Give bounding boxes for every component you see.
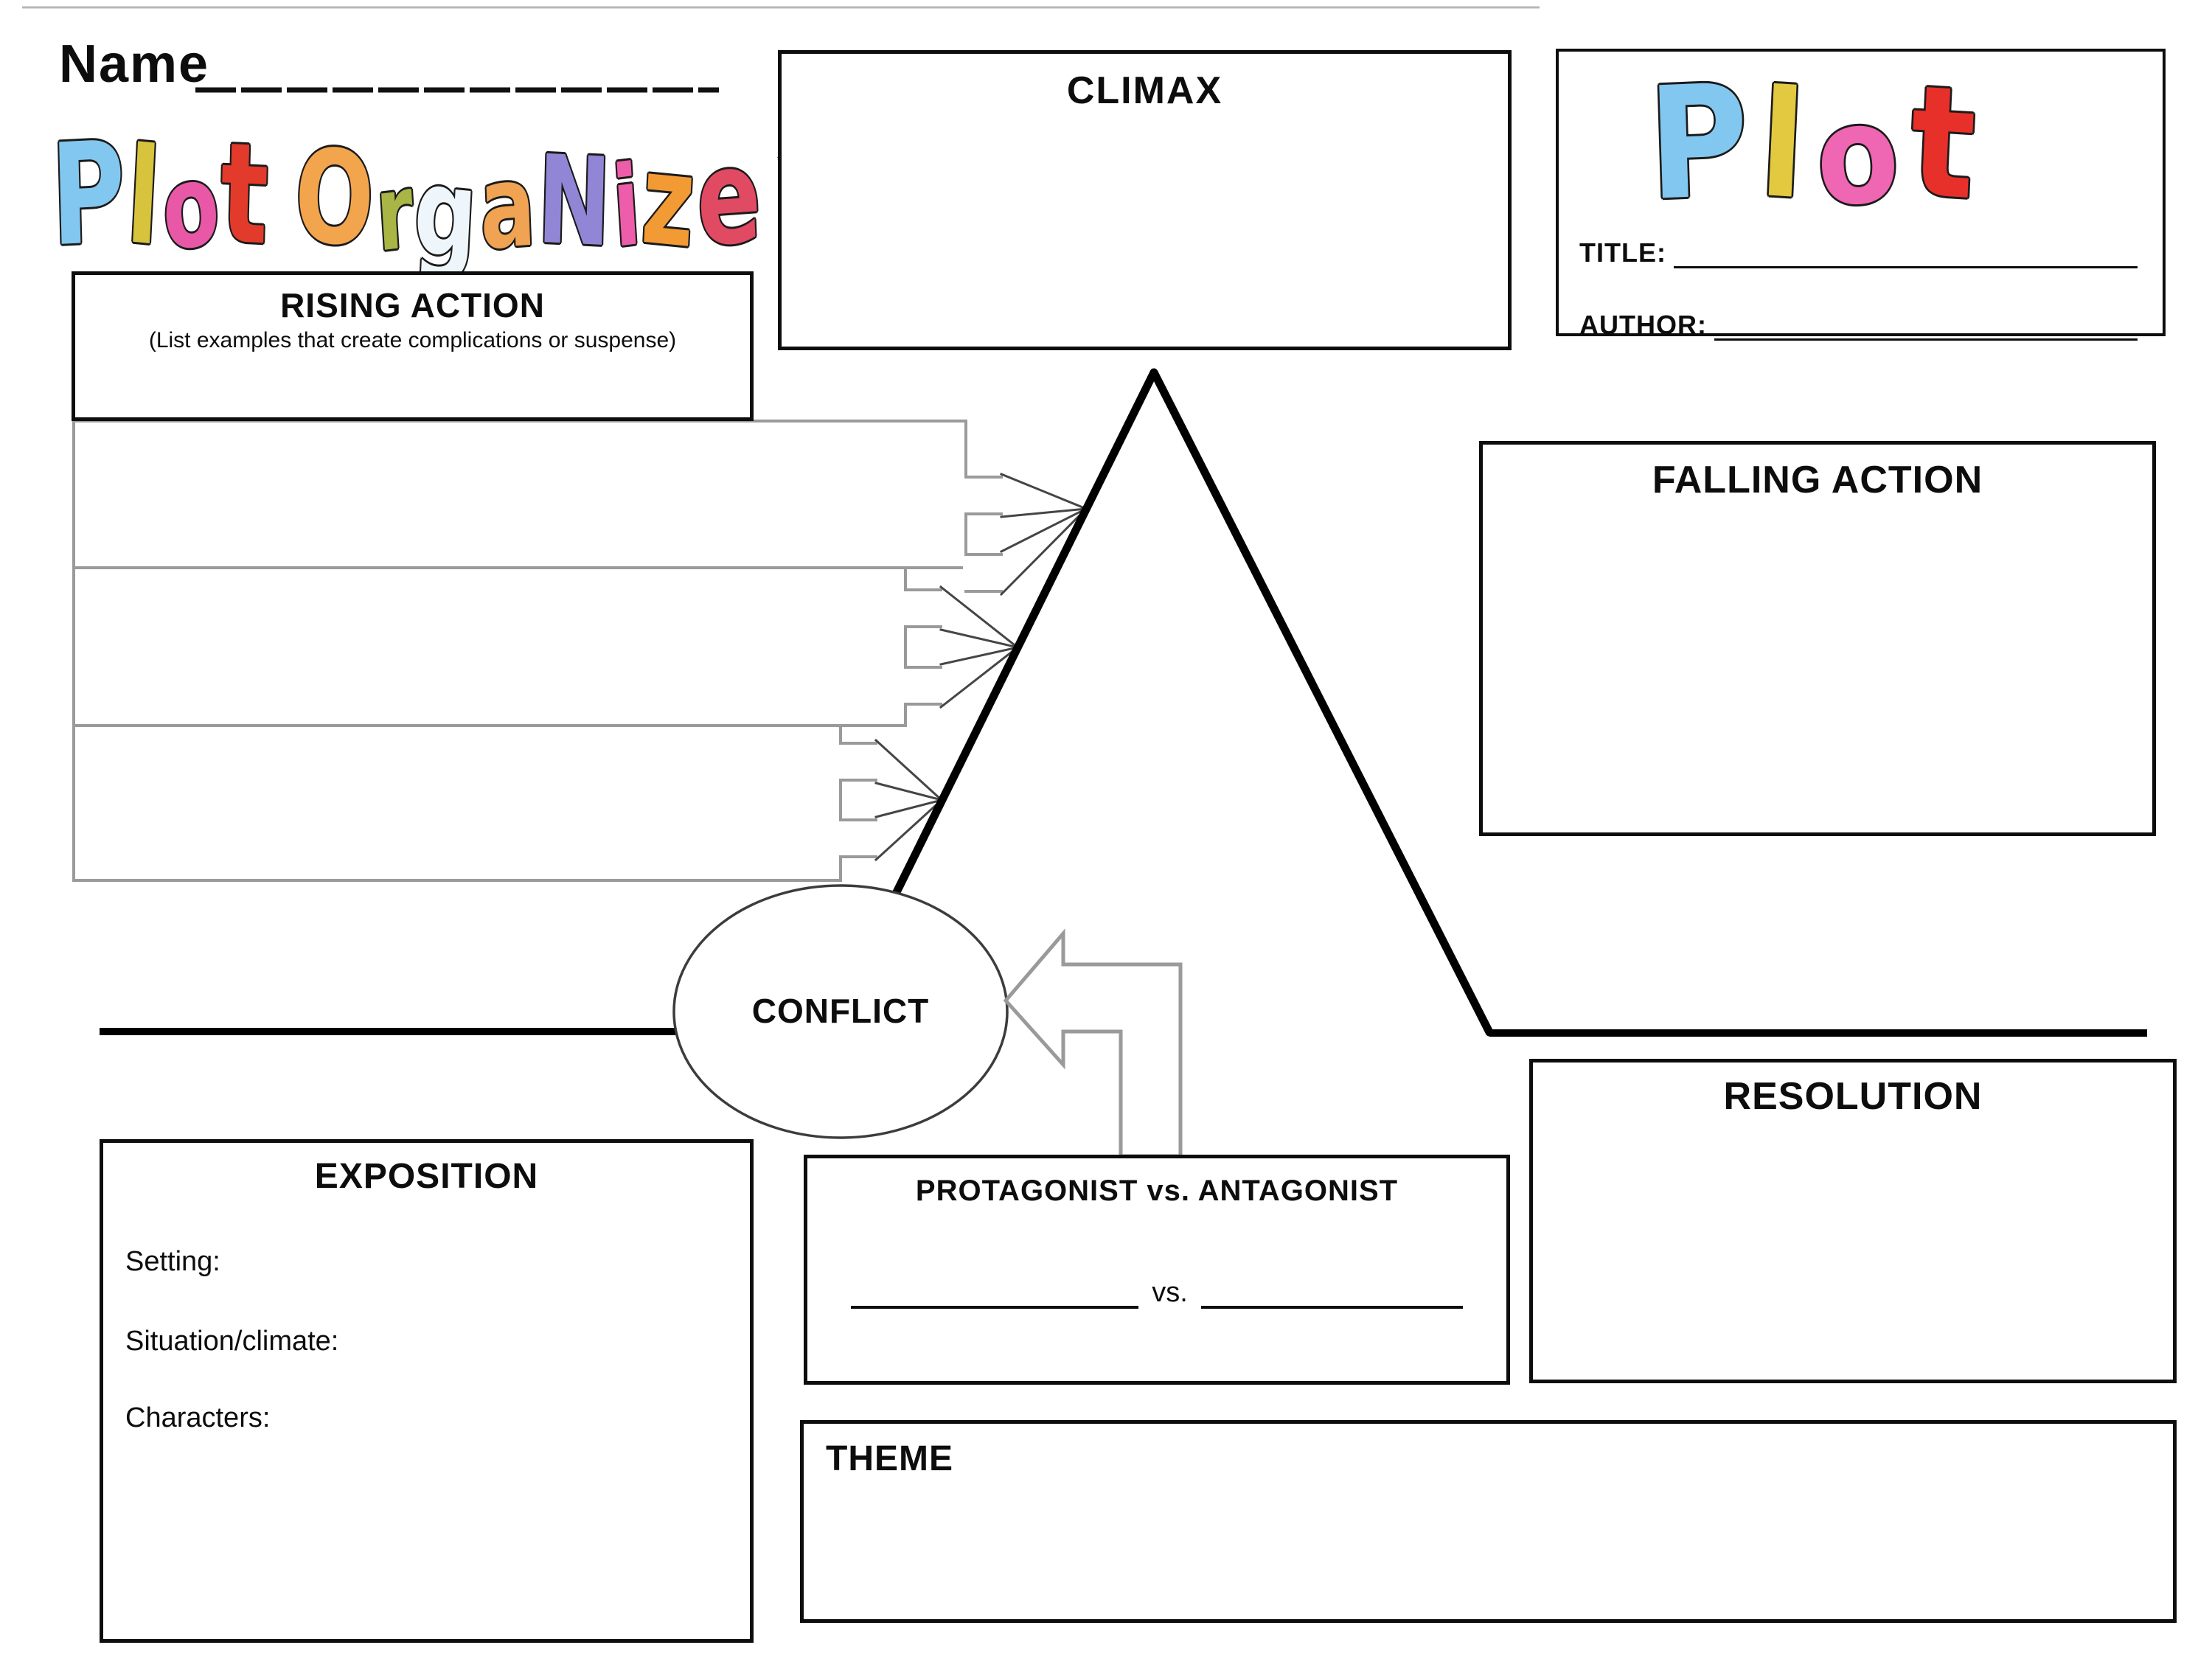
rising-action-row-3[interactable]	[72, 724, 842, 882]
setting-label: Setting:	[125, 1246, 220, 1277]
title-label: TITLE:	[1579, 237, 1666, 268]
conflict-circle	[672, 884, 1009, 1139]
logo-letter: P	[1646, 50, 1761, 236]
logo-letter: t	[1906, 52, 1989, 235]
logo-letter: a	[477, 138, 538, 276]
conflict-label: CONFLICT	[751, 992, 930, 1030]
rising-action-row-1[interactable]	[72, 420, 967, 569]
logo-letter: r	[372, 151, 417, 276]
characters-label: Characters:	[125, 1402, 271, 1433]
exposition-box[interactable]: EXPOSITION Setting: Situation/climate: C…	[100, 1139, 754, 1643]
climax-box[interactable]: CLIMAX	[778, 50, 1512, 350]
protagonist-blank-line[interactable]	[851, 1276, 1139, 1309]
falling-action-title: FALLING ACTION	[1652, 459, 1983, 501]
connector-arrow-2	[902, 585, 1020, 709]
rising-action-box: RISING ACTION (List examples that create…	[72, 271, 754, 421]
situation-climate-label: Situation/climate:	[125, 1326, 339, 1357]
climax-title: CLIMAX	[1066, 69, 1223, 112]
resolution-title: RESOLUTION	[1723, 1075, 1983, 1118]
rising-action-row-2[interactable]	[72, 566, 907, 727]
name-label: Name	[59, 35, 210, 94]
author-blank-line[interactable]	[1714, 316, 2138, 341]
vs-label: vs.	[1152, 1277, 1188, 1308]
logo-letter: e	[694, 119, 764, 276]
logo-letter: P	[49, 111, 128, 278]
title-blank-line[interactable]	[1673, 244, 2138, 268]
theme-title: THEME	[826, 1439, 953, 1478]
falling-action-box[interactable]: FALLING ACTION	[1479, 441, 2156, 836]
logo-letter: O	[292, 120, 378, 276]
logo-letter: l	[1756, 58, 1818, 234]
plot-mountain	[889, 368, 1494, 1037]
rising-action-title: RISING ACTION	[280, 286, 545, 324]
logo-letter: o	[1812, 72, 1913, 238]
logo-letter: g	[411, 139, 481, 288]
logo-letter: o	[157, 136, 224, 278]
title-row: TITLE:	[1579, 237, 2138, 268]
resolution-box[interactable]: RESOLUTION	[1529, 1059, 2177, 1383]
logo-letter: z	[639, 126, 699, 277]
exposition-title: EXPOSITION	[314, 1157, 539, 1196]
logo-letter: N	[535, 128, 613, 274]
logo-letter: i	[608, 142, 644, 273]
rising-action-subtitle: (List examples that create complications…	[148, 328, 677, 352]
antagonist-blank-line[interactable]	[1200, 1276, 1463, 1309]
theme-box[interactable]: THEME	[800, 1420, 2177, 1623]
protagonist-antagonist-box: PROTAGONIST vs. ANTAGONIST vs.	[804, 1155, 1510, 1385]
protagonist-to-conflict-arrow	[1003, 928, 1183, 1158]
author-label: AUTHOR:	[1579, 310, 1707, 340]
protagonist-antagonist-title: PROTAGONIST vs. ANTAGONIST	[915, 1175, 1399, 1207]
connector-arrow-3	[838, 738, 944, 862]
vs-row: vs.	[807, 1276, 1506, 1309]
connector-arrow-1	[963, 473, 1088, 597]
author-row: AUTHOR:	[1579, 310, 2138, 341]
logo-letter: l	[123, 118, 164, 276]
logo-letter: t	[218, 112, 271, 276]
